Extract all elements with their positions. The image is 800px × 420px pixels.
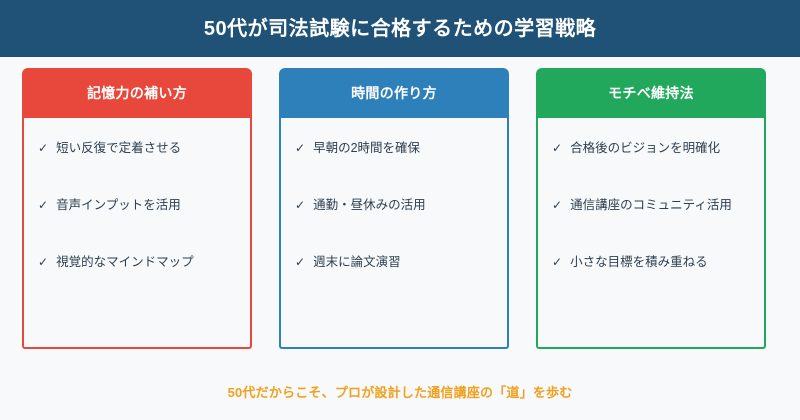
- list-item-label: 短い反復で定着させる: [56, 141, 182, 155]
- list-item-label: 小さな目標を積み重ねる: [570, 255, 708, 269]
- list-item: ✓ 小さな目標を積み重ねる: [552, 254, 750, 271]
- list-item: ✓ 週末に論文演習: [295, 254, 493, 271]
- card-time: 時間の作り方 ✓ 早朝の2時間を確保 ✓ 通勤・昼休みの活用 ✓ 週末に論文演習: [279, 68, 509, 349]
- list-item: ✓ 早朝の2時間を確保: [295, 140, 493, 157]
- check-icon: ✓: [38, 198, 49, 212]
- card-memory-body: ✓ 短い反復で定着させる ✓ 音声インプットを活用 ✓ 視覚的なマインドマップ: [22, 118, 252, 349]
- card-time-header: 時間の作り方: [279, 68, 509, 118]
- check-icon: ✓: [295, 255, 306, 269]
- check-icon: ✓: [295, 141, 306, 155]
- card-motivation-body: ✓ 合格後のビジョンを明確化 ✓ 通信講座のコミュニティ活用 ✓ 小さな目標を積…: [536, 118, 766, 349]
- list-item-label: 音声インプットを活用: [56, 198, 181, 212]
- list-item: ✓ 視覚的なマインドマップ: [38, 254, 236, 271]
- check-icon: ✓: [38, 255, 49, 269]
- list-item-label: 合格後のビジョンを明確化: [570, 141, 721, 155]
- card-time-title: 時間の作り方: [351, 85, 437, 101]
- list-item: ✓ 合格後のビジョンを明確化: [552, 140, 750, 157]
- footer: 50代だからこそ、プロが設計した通信講座の「道」を歩む: [0, 378, 800, 406]
- page-title: 50代が司法試験に合格するための学習戦略: [203, 17, 597, 40]
- list-item-label: 視覚的なマインドマップ: [56, 255, 194, 269]
- card-motivation: モチベ維持法 ✓ 合格後のビジョンを明確化 ✓ 通信講座のコミュニティ活用 ✓ …: [536, 68, 766, 349]
- header-banner: 50代が司法試験に合格するための学習戦略: [0, 0, 800, 57]
- list-item-label: 通勤・昼休みの活用: [313, 198, 426, 212]
- check-icon: ✓: [38, 141, 49, 155]
- list-item: ✓ 音声インプットを活用: [38, 197, 236, 214]
- card-motivation-header: モチベ維持法: [536, 68, 766, 118]
- check-icon: ✓: [552, 198, 563, 212]
- card-memory-title: 記憶力の補い方: [86, 85, 188, 101]
- list-item: ✓ 短い反復で定着させる: [38, 140, 236, 157]
- footer-tagline: 50代だからこそ、プロが設計した通信講座の「道」を歩む: [227, 384, 573, 400]
- strategy-card-row: 記憶力の補い方 ✓ 短い反復で定着させる ✓ 音声インプットを活用 ✓ 視覚的な…: [22, 68, 766, 349]
- card-time-body: ✓ 早朝の2時間を確保 ✓ 通勤・昼休みの活用 ✓ 週末に論文演習: [279, 118, 509, 349]
- list-item-label: 週末に論文演習: [313, 255, 401, 269]
- check-icon: ✓: [295, 198, 306, 212]
- list-item-label: 通信講座のコミュニティ活用: [570, 198, 732, 212]
- list-item: ✓ 通信講座のコミュニティ活用: [552, 197, 750, 214]
- card-memory-header: 記憶力の補い方: [22, 68, 252, 118]
- check-icon: ✓: [552, 141, 563, 155]
- check-icon: ✓: [552, 255, 563, 269]
- list-item: ✓ 通勤・昼休みの活用: [295, 197, 493, 214]
- card-motivation-title: モチベ維持法: [608, 85, 694, 101]
- list-item-label: 早朝の2時間を確保: [313, 141, 421, 155]
- card-memory: 記憶力の補い方 ✓ 短い反復で定着させる ✓ 音声インプットを活用 ✓ 視覚的な…: [22, 68, 252, 349]
